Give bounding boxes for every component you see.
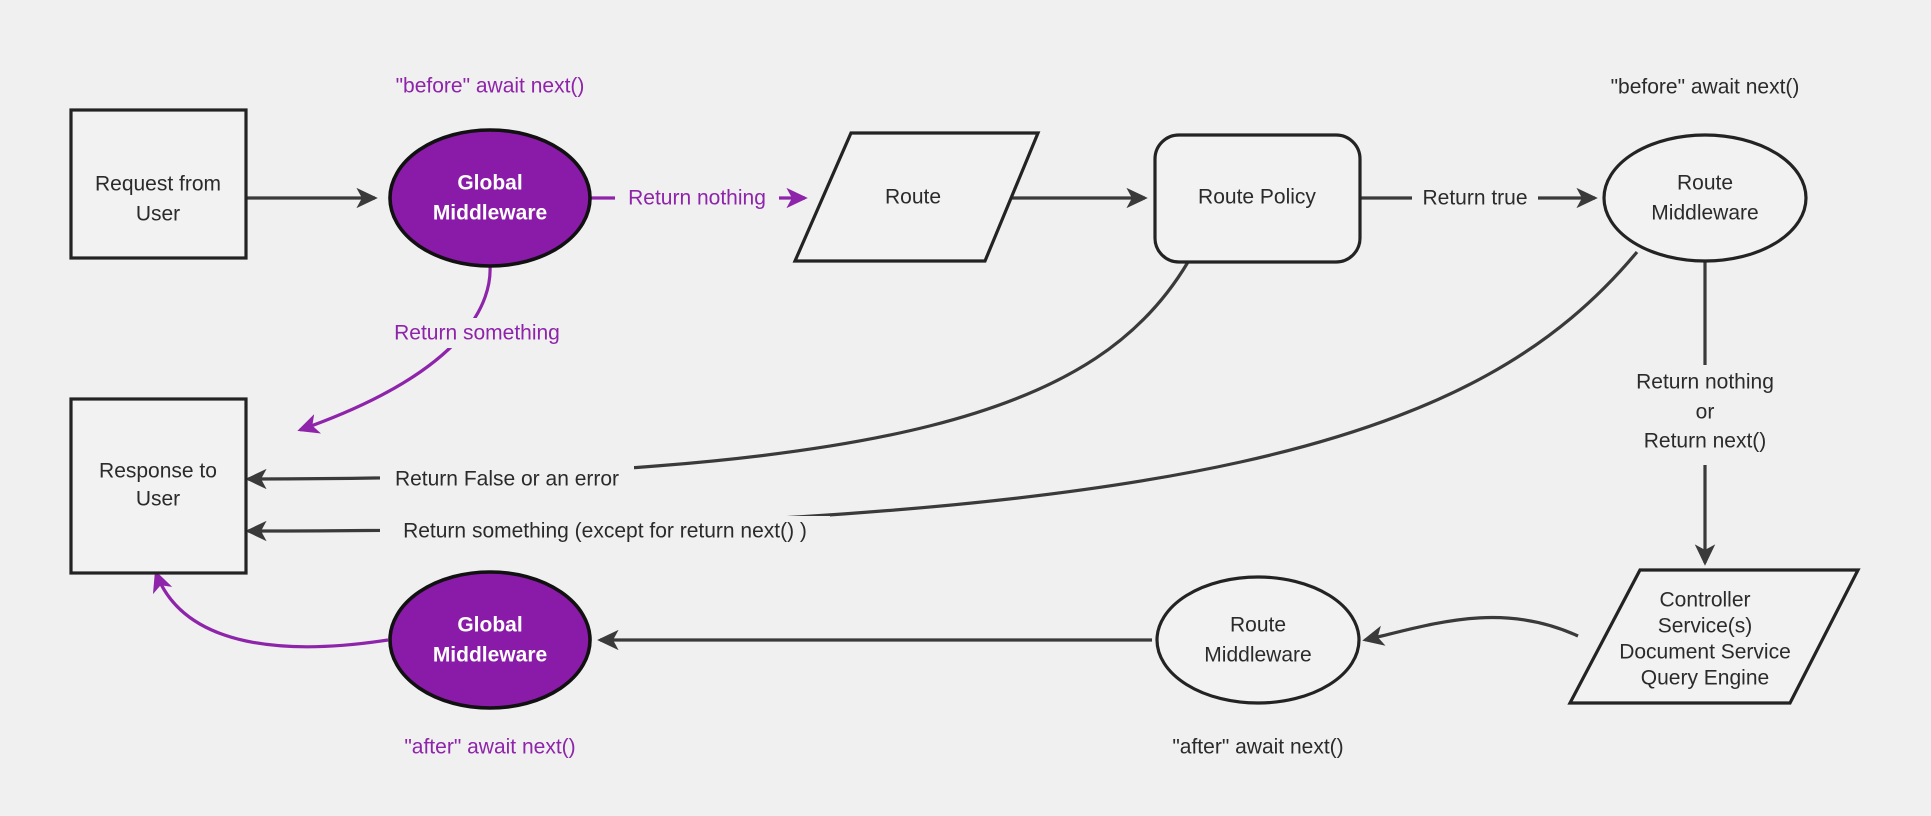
annotation-before-route-middleware: "before" await next() — [1611, 76, 1800, 99]
global-middleware-bottom-line2: Middleware — [433, 644, 547, 667]
node-response-to-user[interactable]: Response to User — [69, 397, 248, 575]
return-nothing-or-next-line1: Return nothing — [1636, 371, 1774, 394]
node-controller-services[interactable]: Controller Service(s) Document Service Q… — [1567, 568, 1861, 705]
response-to-user-line1: Response to — [99, 460, 217, 483]
return-false-or-error-text: Return False or an error — [395, 468, 619, 491]
global-middleware-top-line1: Global — [457, 172, 522, 195]
route-policy-label: Route Policy — [1198, 186, 1316, 209]
controller-line3: Document Service — [1619, 641, 1791, 664]
label-return-nothing: Return nothing — [615, 183, 779, 213]
edge-global-middleware-bottom-to-response — [152, 570, 389, 649]
route-middleware-top-line1: Route — [1677, 172, 1733, 195]
route-middleware-top-line2: Middleware — [1651, 202, 1758, 225]
annotation-before-global-middleware: "before" await next() — [396, 75, 585, 98]
request-from-user-line2: User — [136, 203, 180, 226]
response-to-user-line2: User — [136, 488, 180, 511]
global-middleware-top-line2: Middleware — [433, 202, 547, 225]
label-return-nothing-or-next: Return nothing or Return next() — [1618, 365, 1792, 465]
label-return-something-except: Return something (except for return next… — [380, 516, 830, 546]
route-label: Route — [885, 186, 941, 209]
return-something-except-text: Return something (except for return next… — [403, 520, 807, 543]
controller-line1: Controller — [1659, 589, 1750, 612]
node-global-middleware-bottom[interactable]: Global Middleware — [388, 570, 592, 710]
annotation-after-route-middleware: "after" await next() — [1172, 736, 1343, 759]
node-request-from-user[interactable]: Request from User — [69, 108, 248, 260]
node-route[interactable]: Route — [792, 131, 1041, 263]
node-route-policy[interactable]: Route Policy — [1153, 133, 1362, 264]
return-nothing-text: Return nothing — [628, 187, 766, 210]
controller-line4: Query Engine — [1641, 667, 1769, 690]
label-return-true: Return true — [1412, 183, 1538, 213]
node-route-middleware-bottom[interactable]: Route Middleware — [1155, 575, 1361, 705]
node-global-middleware-top[interactable]: Global Middleware — [388, 128, 592, 268]
node-route-middleware-top[interactable]: Route Middleware — [1602, 133, 1808, 263]
request-from-user-line1: Request from — [95, 173, 221, 196]
label-return-something: Return something — [382, 318, 574, 348]
return-nothing-or-next-line3: Return next() — [1644, 430, 1767, 453]
global-middleware-bottom-line1: Global — [457, 614, 522, 637]
return-something-text: Return something — [394, 322, 560, 345]
annotation-after-global-middleware: "after" await next() — [404, 736, 575, 759]
edge-route-policy-to-response — [245, 261, 1190, 490]
controller-line2: Service(s) — [1658, 615, 1753, 638]
route-middleware-bottom-line1: Route — [1230, 614, 1286, 637]
return-nothing-or-next-line2: or — [1696, 401, 1715, 424]
return-true-text: Return true — [1422, 187, 1527, 210]
label-return-false-or-error: Return False or an error — [380, 464, 634, 494]
route-middleware-bottom-line2: Middleware — [1204, 644, 1311, 667]
edge-controller-to-route-middleware-bottom — [1362, 615, 1579, 646]
